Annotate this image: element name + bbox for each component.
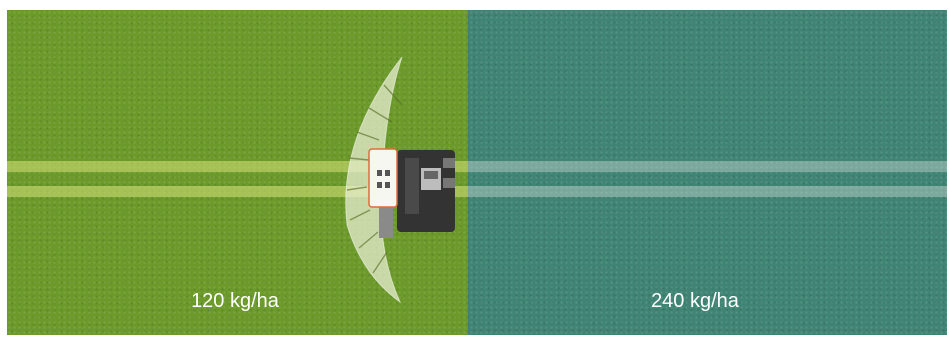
tramline-left-lower — [7, 186, 468, 197]
field-scene: 120 kg/ha 240 kg/ha — [7, 10, 947, 335]
tramline-right-upper — [468, 161, 947, 172]
spreader-overlay — [345, 56, 455, 304]
field-zone-high-rate — [468, 10, 947, 335]
rate-label-left: 120 kg/ha — [191, 290, 279, 312]
tramline-right-lower — [468, 186, 947, 197]
tractor-with-spreader-icon — [368, 148, 455, 238]
tramline-left-upper — [7, 161, 468, 172]
rate-label-right: 240 kg/ha — [651, 290, 739, 312]
